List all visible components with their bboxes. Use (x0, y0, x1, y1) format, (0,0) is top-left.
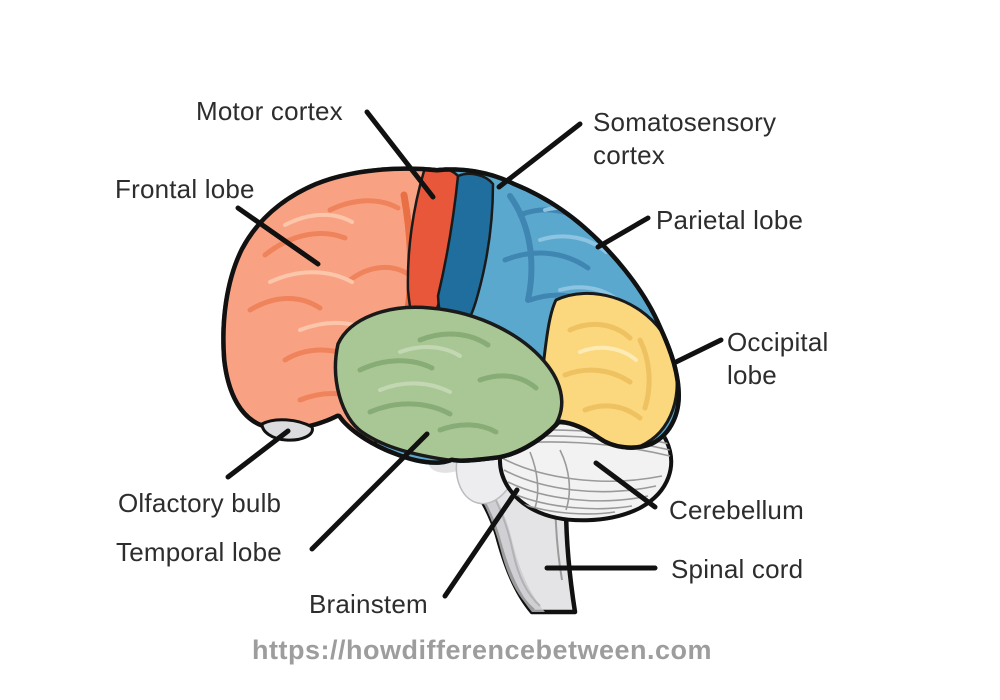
leader-line-motor-cortex (364, 109, 436, 200)
label-brainstem: Brainstem (309, 589, 428, 619)
leader-line-frontal-lobe (235, 205, 321, 267)
watermark-url: https://howdifferencebetween.com (252, 635, 713, 665)
label-motor-cortex: Motor cortex (196, 96, 343, 126)
leader-line-occipital-lobe (673, 337, 724, 365)
leader-line-cerebellum (593, 460, 658, 510)
leader-line-brainstem (442, 487, 520, 599)
label-frontal-lobe: Frontal lobe (115, 174, 255, 204)
leader-line-olfactory-bulb (225, 428, 291, 480)
spinal-cord-shadow (447, 458, 545, 612)
leader-line-temporal-lobe (309, 431, 430, 552)
leader-lines (225, 109, 724, 599)
label-olfactory-bulb: Olfactory bulb (118, 488, 282, 518)
occipital-gyri-detail (562, 322, 652, 421)
temporal-gyri-detail (357, 331, 539, 435)
label-parietal-lobe: Parietal lobe (656, 205, 804, 235)
label-cerebellum: Cerebellum (669, 495, 804, 525)
cerebrum-outline (221, 166, 681, 465)
label-occipital-lobe: Occipital lobe (727, 327, 829, 390)
label-somatosensory-cortex: Somatosensory cortex (593, 107, 777, 170)
leader-line-somatosensory-cortex (496, 121, 583, 190)
label-spinal-cord: Spinal cord (671, 554, 804, 584)
leader-line-parietal-lobe (595, 215, 651, 250)
label-temporal-lobe: Temporal lobe (116, 537, 282, 567)
